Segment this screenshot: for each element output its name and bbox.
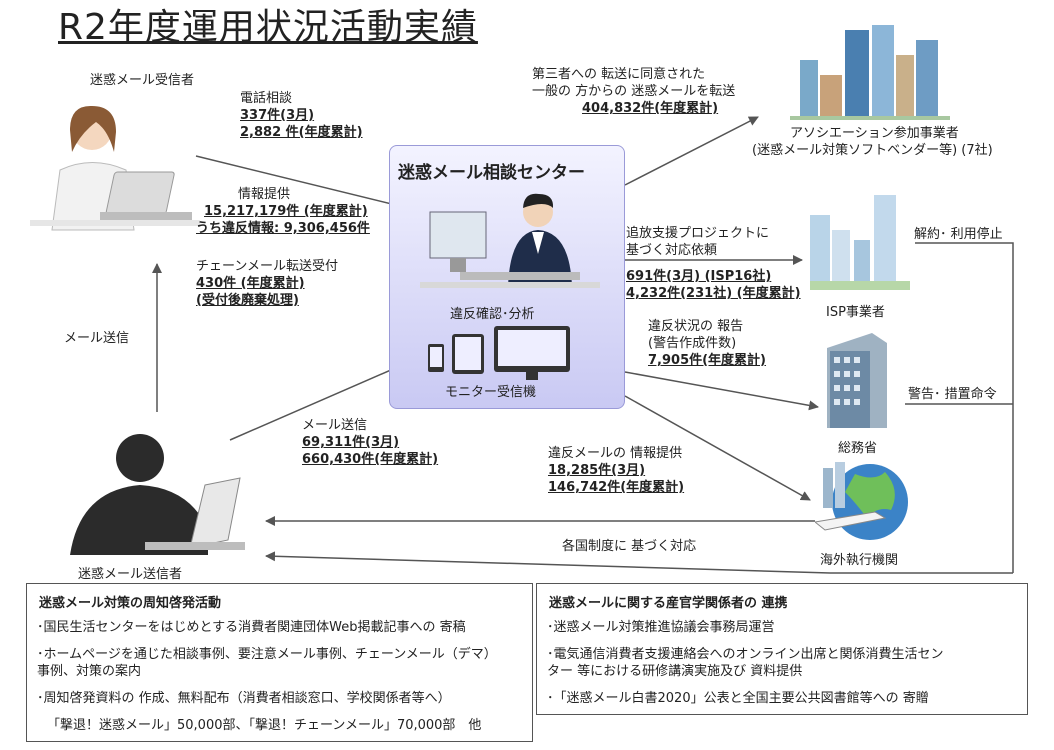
receiver-label: 迷惑メール受信者 <box>90 73 195 88</box>
mail-send-label: メール送信 <box>64 331 130 346</box>
sender-illustration <box>40 430 250 560</box>
awareness-heading: 迷惑メール対策の周知啓発活動 <box>39 596 222 611</box>
awareness-box: 迷惑メール対策の周知啓発活動 ･国民生活センターをはじめとする消費者関連団体We… <box>26 583 533 742</box>
monitor-devices <box>428 326 570 380</box>
third-party-line1: 第三者への 転送に同意された <box>532 67 706 82</box>
violation-report: 違反状況の 報告 (警告作成件数) 7,905件(年度累計) <box>648 318 766 369</box>
info-total: 15,217,179件 (年度累計) <box>204 204 368 219</box>
consult-center-box: 迷惑メール相談センター 違反確認･分析 モニター受信機 <box>389 145 625 409</box>
collab-item: ･「迷惑メール白書2020」公表と全国主要公共図書館等への 寄贈 <box>547 691 929 706</box>
arrow-cancel <box>915 242 1014 573</box>
sender-label: 迷惑メール送信者 <box>78 567 183 582</box>
center-title: 迷惑メール相談センター <box>398 163 585 183</box>
buildings-illustration <box>790 25 950 120</box>
report-total: 7,905件(年度累計) <box>648 353 767 368</box>
awareness-item: ･周知啓発資料の 作成、無料配布（消費者相談窓口、学校関係者等へ） <box>37 691 451 706</box>
isp-request-line2: 基づく対応依頼 <box>626 243 718 258</box>
collab-heading: 迷惑メールに関する産官学関係者の 連携 <box>549 596 788 611</box>
awareness-item: 事例、対策の案内 <box>37 664 142 679</box>
sent-mail: メール送信 69,311件(3月) 660,430件(年度累計) <box>302 417 438 468</box>
violation-info-total: 146,742件(年度累計) <box>548 480 685 495</box>
info-violation: うち違反情報: 9,306,456件 <box>196 221 370 236</box>
chain-mail: チェーンメール転送受付 430件 (年度累計) (受付後廃棄処理) <box>196 258 338 309</box>
violation-info-label: 違反メールの 情報提供 <box>548 446 683 461</box>
page-title: R2年度運用状況活動実績 <box>58 7 478 48</box>
third-party-forward: 第三者への 転送に同意された 一般の 方からの 迷惑メールを転送 404,832… <box>532 66 735 117</box>
ministry-label: 総務省 <box>838 441 878 456</box>
awareness-item: ･ホームページを通じた相談事例、要注意メール事例、チェーンメール（デマ） <box>37 647 497 662</box>
foreign-label: 海外執行機関 <box>820 553 899 568</box>
info-label: 情報提供 <box>238 187 291 202</box>
sent-mail-label: メール送信 <box>302 418 368 433</box>
violation-info-month: 18,285件(3月) <box>548 463 646 478</box>
third-party-total: 404,832件(年度累計) <box>582 101 719 116</box>
phone-consult: 電話相談 337件(3月) 2,882 件(年度累計) <box>240 90 363 141</box>
center-monitor-label: モニター受信機 <box>445 385 537 400</box>
operator-illustration <box>420 193 600 288</box>
isp-request-line1: 追放支援プロジェクトに <box>626 226 770 241</box>
ministry-building-illustration <box>827 333 887 428</box>
collab-item: ター 等における研修講演実施及び 資料提供 <box>547 664 803 679</box>
isp-request-month: 691件(3月) (ISP16社) <box>626 269 772 284</box>
awareness-item: 「撃退！迷惑メール」50,000部、「撃退！チェーンメール」70,000部 他 <box>47 718 482 733</box>
warning-label: 警告･ 措置命令 <box>908 387 997 402</box>
arrow-country <box>265 551 1013 574</box>
report-line2: (警告作成件数) <box>648 336 737 351</box>
phone-label: 電話相談 <box>240 91 293 106</box>
receiver-illustration <box>30 100 200 235</box>
phone-total: 2,882 件(年度累計) <box>240 125 363 140</box>
arrow-receiver-to-center <box>195 155 409 211</box>
center-analysis-label: 違反確認･分析 <box>450 307 535 322</box>
chain-label: チェーンメール転送受付 <box>196 259 338 274</box>
cancel-label: 解約･ 利用停止 <box>914 227 1003 242</box>
collab-item: ･迷惑メール対策推進協議会事務局運営 <box>547 620 775 635</box>
sent-mail-month: 69,311件(3月) <box>302 435 400 450</box>
arrow-center-to-ministry <box>624 371 819 411</box>
isp-request: 追放支援プロジェクトに 基づく対応依頼 691件(3月) (ISP16社) 4,… <box>626 225 801 302</box>
arrow-sender-to-center <box>229 365 401 441</box>
chain-note: (受付後廃棄処理) <box>196 293 299 308</box>
country-label: 各国制度に 基づく対応 <box>562 539 697 554</box>
collaboration-box: 迷惑メールに関する産官学関係者の 連携 ･迷惑メール対策推進協議会事務局運営 ･… <box>536 583 1028 715</box>
info-provision: 情報提供 15,217,179件 (年度累計) うち違反情報: 9,306,45… <box>196 186 370 237</box>
isp-buildings-illustration <box>810 195 910 290</box>
arrow-center-to-foreign <box>624 395 811 501</box>
globe-illustration <box>815 462 908 540</box>
arrow-center-to-association <box>624 116 759 186</box>
violation-info: 違反メールの 情報提供 18,285件(3月) 146,742件(年度累計) <box>548 445 684 496</box>
report-line1: 違反状況の 報告 <box>648 319 744 334</box>
sent-mail-total: 660,430件(年度累計) <box>302 452 439 467</box>
third-party-line2: 一般の 方からの 迷惑メールを転送 <box>532 84 736 99</box>
isp-label: ISP事業者 <box>826 305 885 320</box>
awareness-item: ･国民生活センターをはじめとする消費者関連団体Web掲載記事への 寄稿 <box>37 620 466 635</box>
association-line2: (迷惑メール対策ソフトベンダー等) (7社) <box>752 143 993 158</box>
collab-item: ･電気通信消費者支援連絡会へのオンライン出席と関係消費生活セン <box>547 647 944 662</box>
chain-total: 430件 (年度累計) <box>196 276 305 291</box>
association-line1: アソシエーション参加事業者 <box>790 126 959 141</box>
phone-month: 337件(3月) <box>240 108 315 123</box>
isp-request-total: 4,232件(231社) (年度累計) <box>626 286 801 301</box>
